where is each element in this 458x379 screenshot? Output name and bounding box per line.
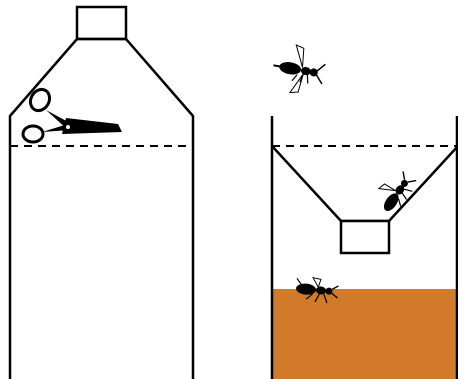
bottle-panel [10, 7, 193, 379]
scissors-icon [23, 86, 122, 142]
bottle-cap [77, 7, 126, 39]
wasp-icon [371, 166, 419, 217]
inverted-funnel [272, 146, 458, 221]
inverted-cap [341, 221, 389, 253]
bait-liquid [272, 289, 458, 379]
trap-panel [269, 42, 458, 379]
wasp-icon [269, 42, 328, 98]
